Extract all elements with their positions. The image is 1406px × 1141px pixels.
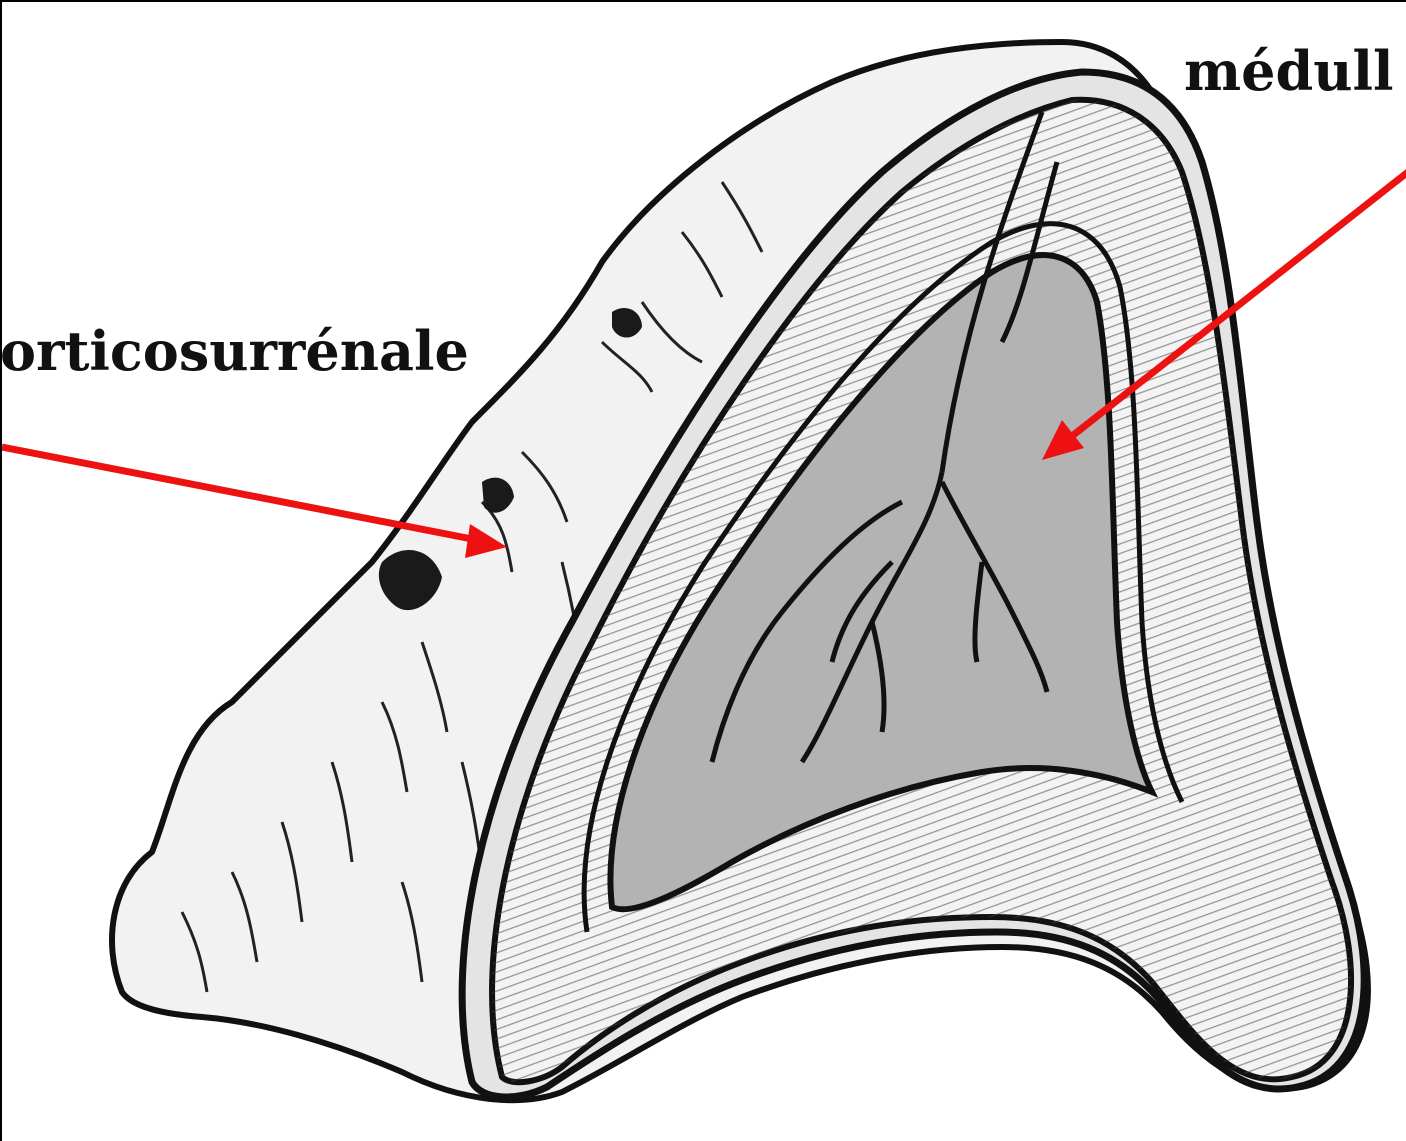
label-cortex: orticosurrénale <box>0 324 469 378</box>
label-medulla: médull <box>1184 44 1394 98</box>
